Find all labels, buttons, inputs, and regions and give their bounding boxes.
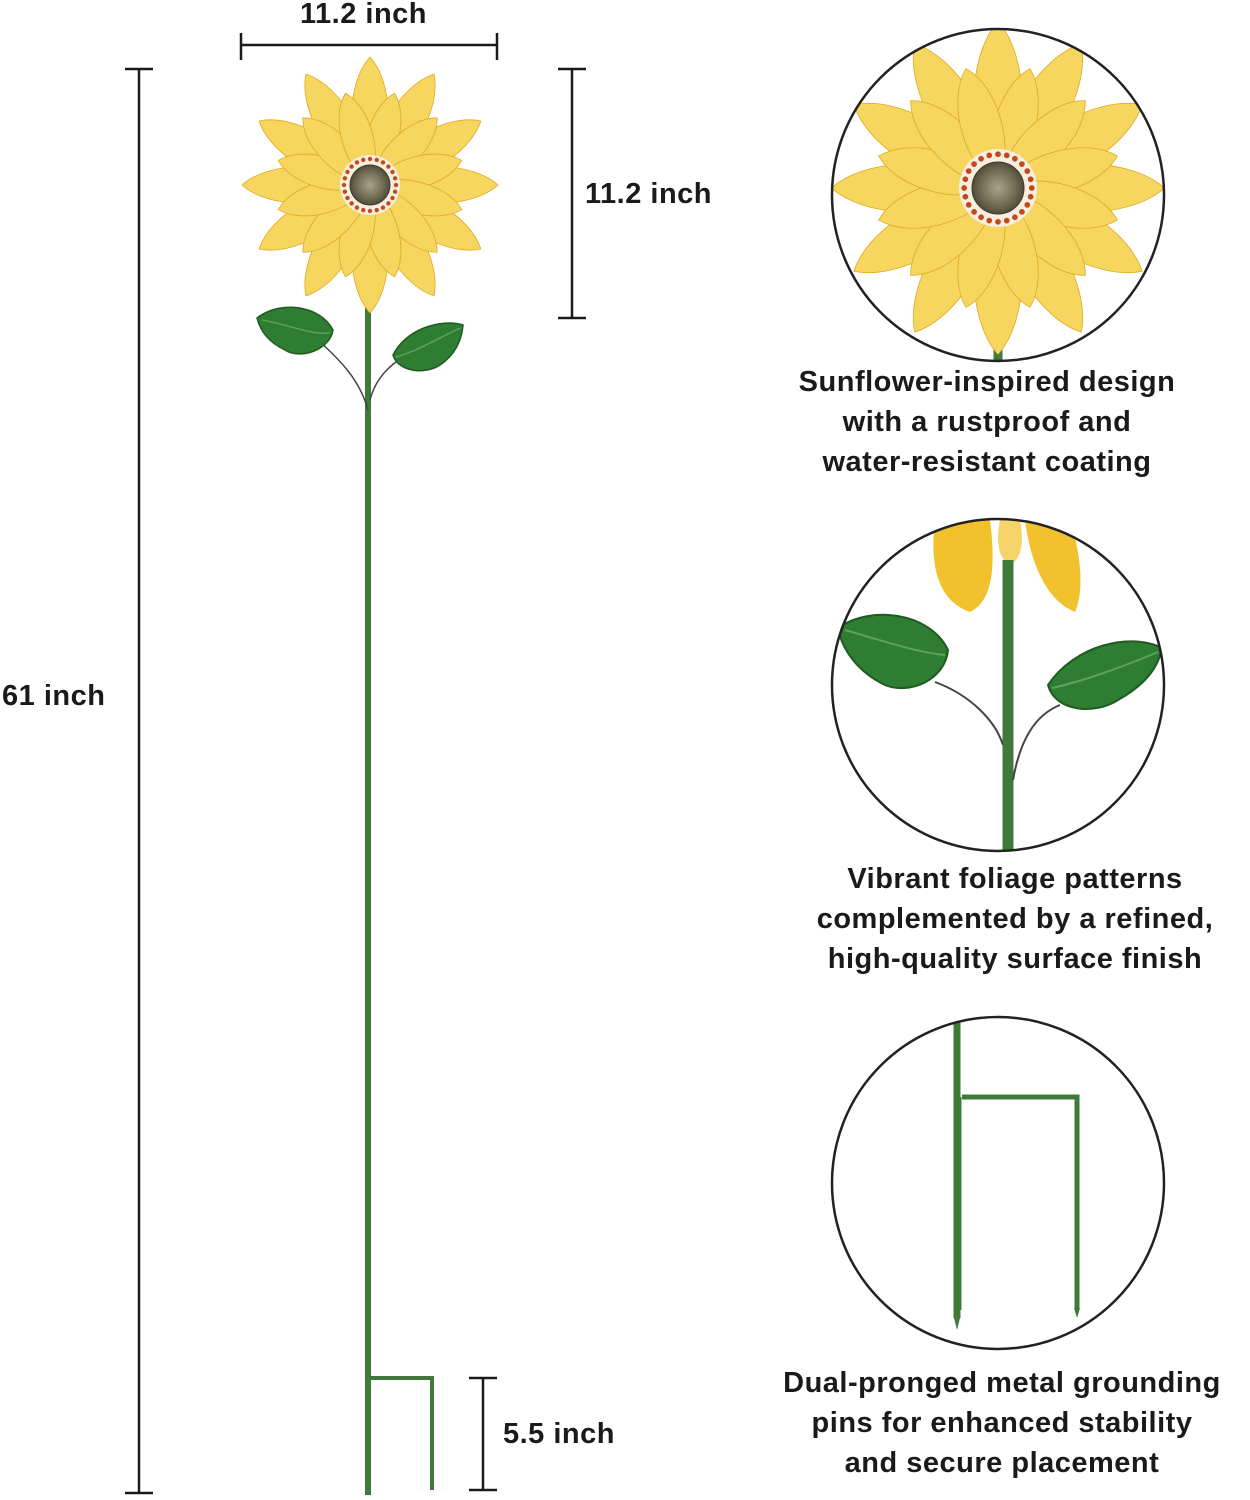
ring-dot	[971, 209, 977, 215]
ring-dot	[349, 201, 354, 206]
ring-dot	[978, 155, 984, 162]
ring-dot	[1028, 185, 1035, 191]
ring-dot	[342, 176, 348, 181]
ring-dot	[1003, 217, 1010, 224]
ring-dot	[390, 195, 395, 201]
ring-dot	[392, 176, 398, 181]
width-dimension-line	[239, 33, 499, 60]
flower-width-label: 11.2 inch	[300, 0, 428, 30]
flower-center	[349, 164, 391, 206]
ring-dot	[1019, 161, 1025, 167]
ring-dot	[367, 208, 373, 214]
ring-dot	[374, 157, 379, 163]
ring-dot	[386, 201, 391, 206]
ring-dot	[978, 214, 984, 221]
feature-caption-design: Sunflower-inspired design with a rustpro…	[752, 362, 1222, 482]
detail-circle-foliage	[830, 517, 1166, 853]
ring-dot	[342, 189, 348, 194]
ring-dot	[361, 157, 366, 163]
stake-height-dimension-line	[469, 1376, 497, 1492]
ring-dot	[962, 176, 969, 183]
ring-dot	[1003, 152, 1010, 159]
flower-center	[971, 161, 1025, 215]
detail-circle-stake	[830, 1015, 1166, 1351]
ring-dot	[345, 195, 350, 201]
caption-line: Dual-pronged metal grounding	[783, 1367, 1221, 1399]
caption-line: high-quality surface finish	[827, 943, 1203, 975]
ring-dot	[392, 189, 398, 194]
ring-dot	[393, 182, 399, 188]
ring-dot	[971, 161, 977, 167]
ring-dot	[354, 205, 360, 210]
ring-dot	[1019, 209, 1025, 215]
caption-line: complemented by a refined,	[816, 903, 1214, 935]
ring-dot	[1012, 214, 1018, 221]
ring-dot	[1027, 193, 1034, 200]
stake-height-label: 5.5 inch	[503, 1418, 615, 1450]
flower-height-dimension-line	[558, 67, 586, 320]
ring-dot	[354, 160, 360, 165]
caption-line: Vibrant foliage patterns	[847, 863, 1183, 895]
ring-dot	[374, 207, 379, 213]
ring-dot	[380, 205, 386, 210]
ring-dot	[986, 152, 993, 159]
detail-circle-flower	[830, 27, 1166, 363]
ring-dot	[380, 160, 386, 165]
feature-caption-foliage: Vibrant foliage patterns complemented by…	[780, 859, 1250, 979]
ring-dot	[390, 169, 395, 175]
total-height-dimension-line	[125, 67, 153, 1495]
total-height-label: 61 inch	[2, 680, 106, 712]
ring-dot	[961, 185, 968, 191]
ring-dot	[349, 164, 354, 169]
ring-dot	[361, 207, 366, 213]
flower-height-label: 11.2 inch	[585, 178, 713, 210]
sunflower-head	[241, 56, 499, 314]
feature-caption-stake: Dual-pronged metal grounding pins for en…	[752, 1363, 1250, 1483]
caption-line: Sunflower-inspired design	[798, 366, 1176, 398]
caption-line: and secure placement	[844, 1447, 1160, 1479]
sunflower-stake	[241, 56, 499, 1495]
ring-dot	[995, 151, 1001, 158]
ring-dot	[965, 168, 972, 174]
ring-dot	[367, 156, 373, 162]
ring-dot	[962, 193, 969, 200]
ring-dot	[1024, 168, 1031, 174]
ring-dot	[965, 202, 972, 208]
ring-dot	[1012, 155, 1018, 162]
ring-dot	[1024, 202, 1031, 208]
ring-dot	[341, 182, 347, 188]
ring-dot	[386, 164, 391, 169]
caption-line: water-resistant coating	[822, 446, 1152, 478]
ring-dot	[345, 169, 350, 175]
caption-line: pins for enhanced stability	[811, 1407, 1193, 1439]
ring-dot	[986, 217, 993, 224]
ring-dot	[995, 218, 1001, 225]
caption-line: with a rustproof and	[842, 406, 1132, 438]
ring-dot	[1027, 176, 1034, 183]
